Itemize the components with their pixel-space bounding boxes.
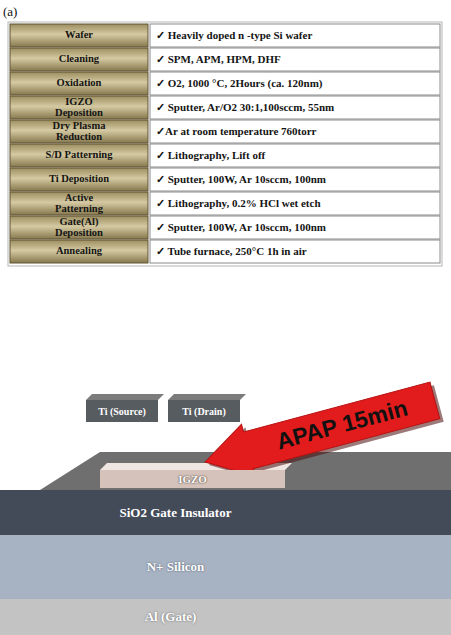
step-condition-cell: ✓ Lithography, 0.2% HCl wet etch <box>150 192 440 215</box>
step-condition-cell: ✓ Heavily doped n -type Si wafer <box>150 24 440 47</box>
layer-label: SiO2 Gate Insulator <box>120 505 232 521</box>
step-condition-cell: ✓ Sputter, 100W, Ar 10sccm, 100nm <box>150 216 440 239</box>
step-condition-cell: ✓ O2, 1000 °C, 2Hours (ca. 120nm) <box>150 72 440 95</box>
step-condition-cell: ✓ Lithography, Lift off <box>150 144 440 167</box>
step-condition-cell: ✓ Sputter, 100W, Ar 10sccm, 100nm <box>150 168 440 191</box>
layer-label: Ti (Drain) <box>182 406 225 417</box>
step-name-cell: S/D Patterning <box>10 144 148 167</box>
step-name-cell: Annealing <box>10 240 148 263</box>
step-condition-cell: ✓ Sputter, Ar/O2 30:1,100sccm, 55nm <box>150 96 440 119</box>
process-table <box>8 22 442 266</box>
panel-letter: (a) <box>3 2 43 20</box>
step-name-cell: Cleaning <box>10 48 148 71</box>
substrate-layer: N+ Silicon <box>0 535 451 599</box>
step-name-cell: Dry Plasma Reduction <box>10 120 148 143</box>
step-condition-cell: ✓Ar at room temperature 760torr <box>150 120 440 143</box>
gate-electrode: Al (Gate) <box>0 599 451 635</box>
step-name-cell: Active Patterning <box>10 192 148 215</box>
layer-label: N+ Silicon <box>147 559 205 575</box>
layer-label: IGZO <box>178 473 207 485</box>
step-name-cell: Oxidation <box>10 72 148 95</box>
insulator-layer: SiO2 Gate Insulator <box>0 490 451 535</box>
step-name-cell: Wafer <box>10 24 148 47</box>
source-electrode: Ti (Source) <box>86 400 158 422</box>
step-name-cell: Ti Deposition <box>10 168 148 191</box>
channel-layer: IGZO <box>100 470 285 488</box>
layer-label: Ti (Source) <box>98 406 146 417</box>
step-condition-cell: ✓ SPM, APM, HPM, DHF <box>150 48 440 71</box>
step-name-cell: Gate(Al) Deposition <box>10 216 148 239</box>
layer-label: Al (Gate) <box>145 609 197 625</box>
drain-electrode: Ti (Drain) <box>168 400 240 422</box>
step-condition-cell: ✓ Tube furnace, 250°C 1h in air <box>150 240 440 263</box>
step-name-cell: IGZO Deposition <box>10 96 148 119</box>
